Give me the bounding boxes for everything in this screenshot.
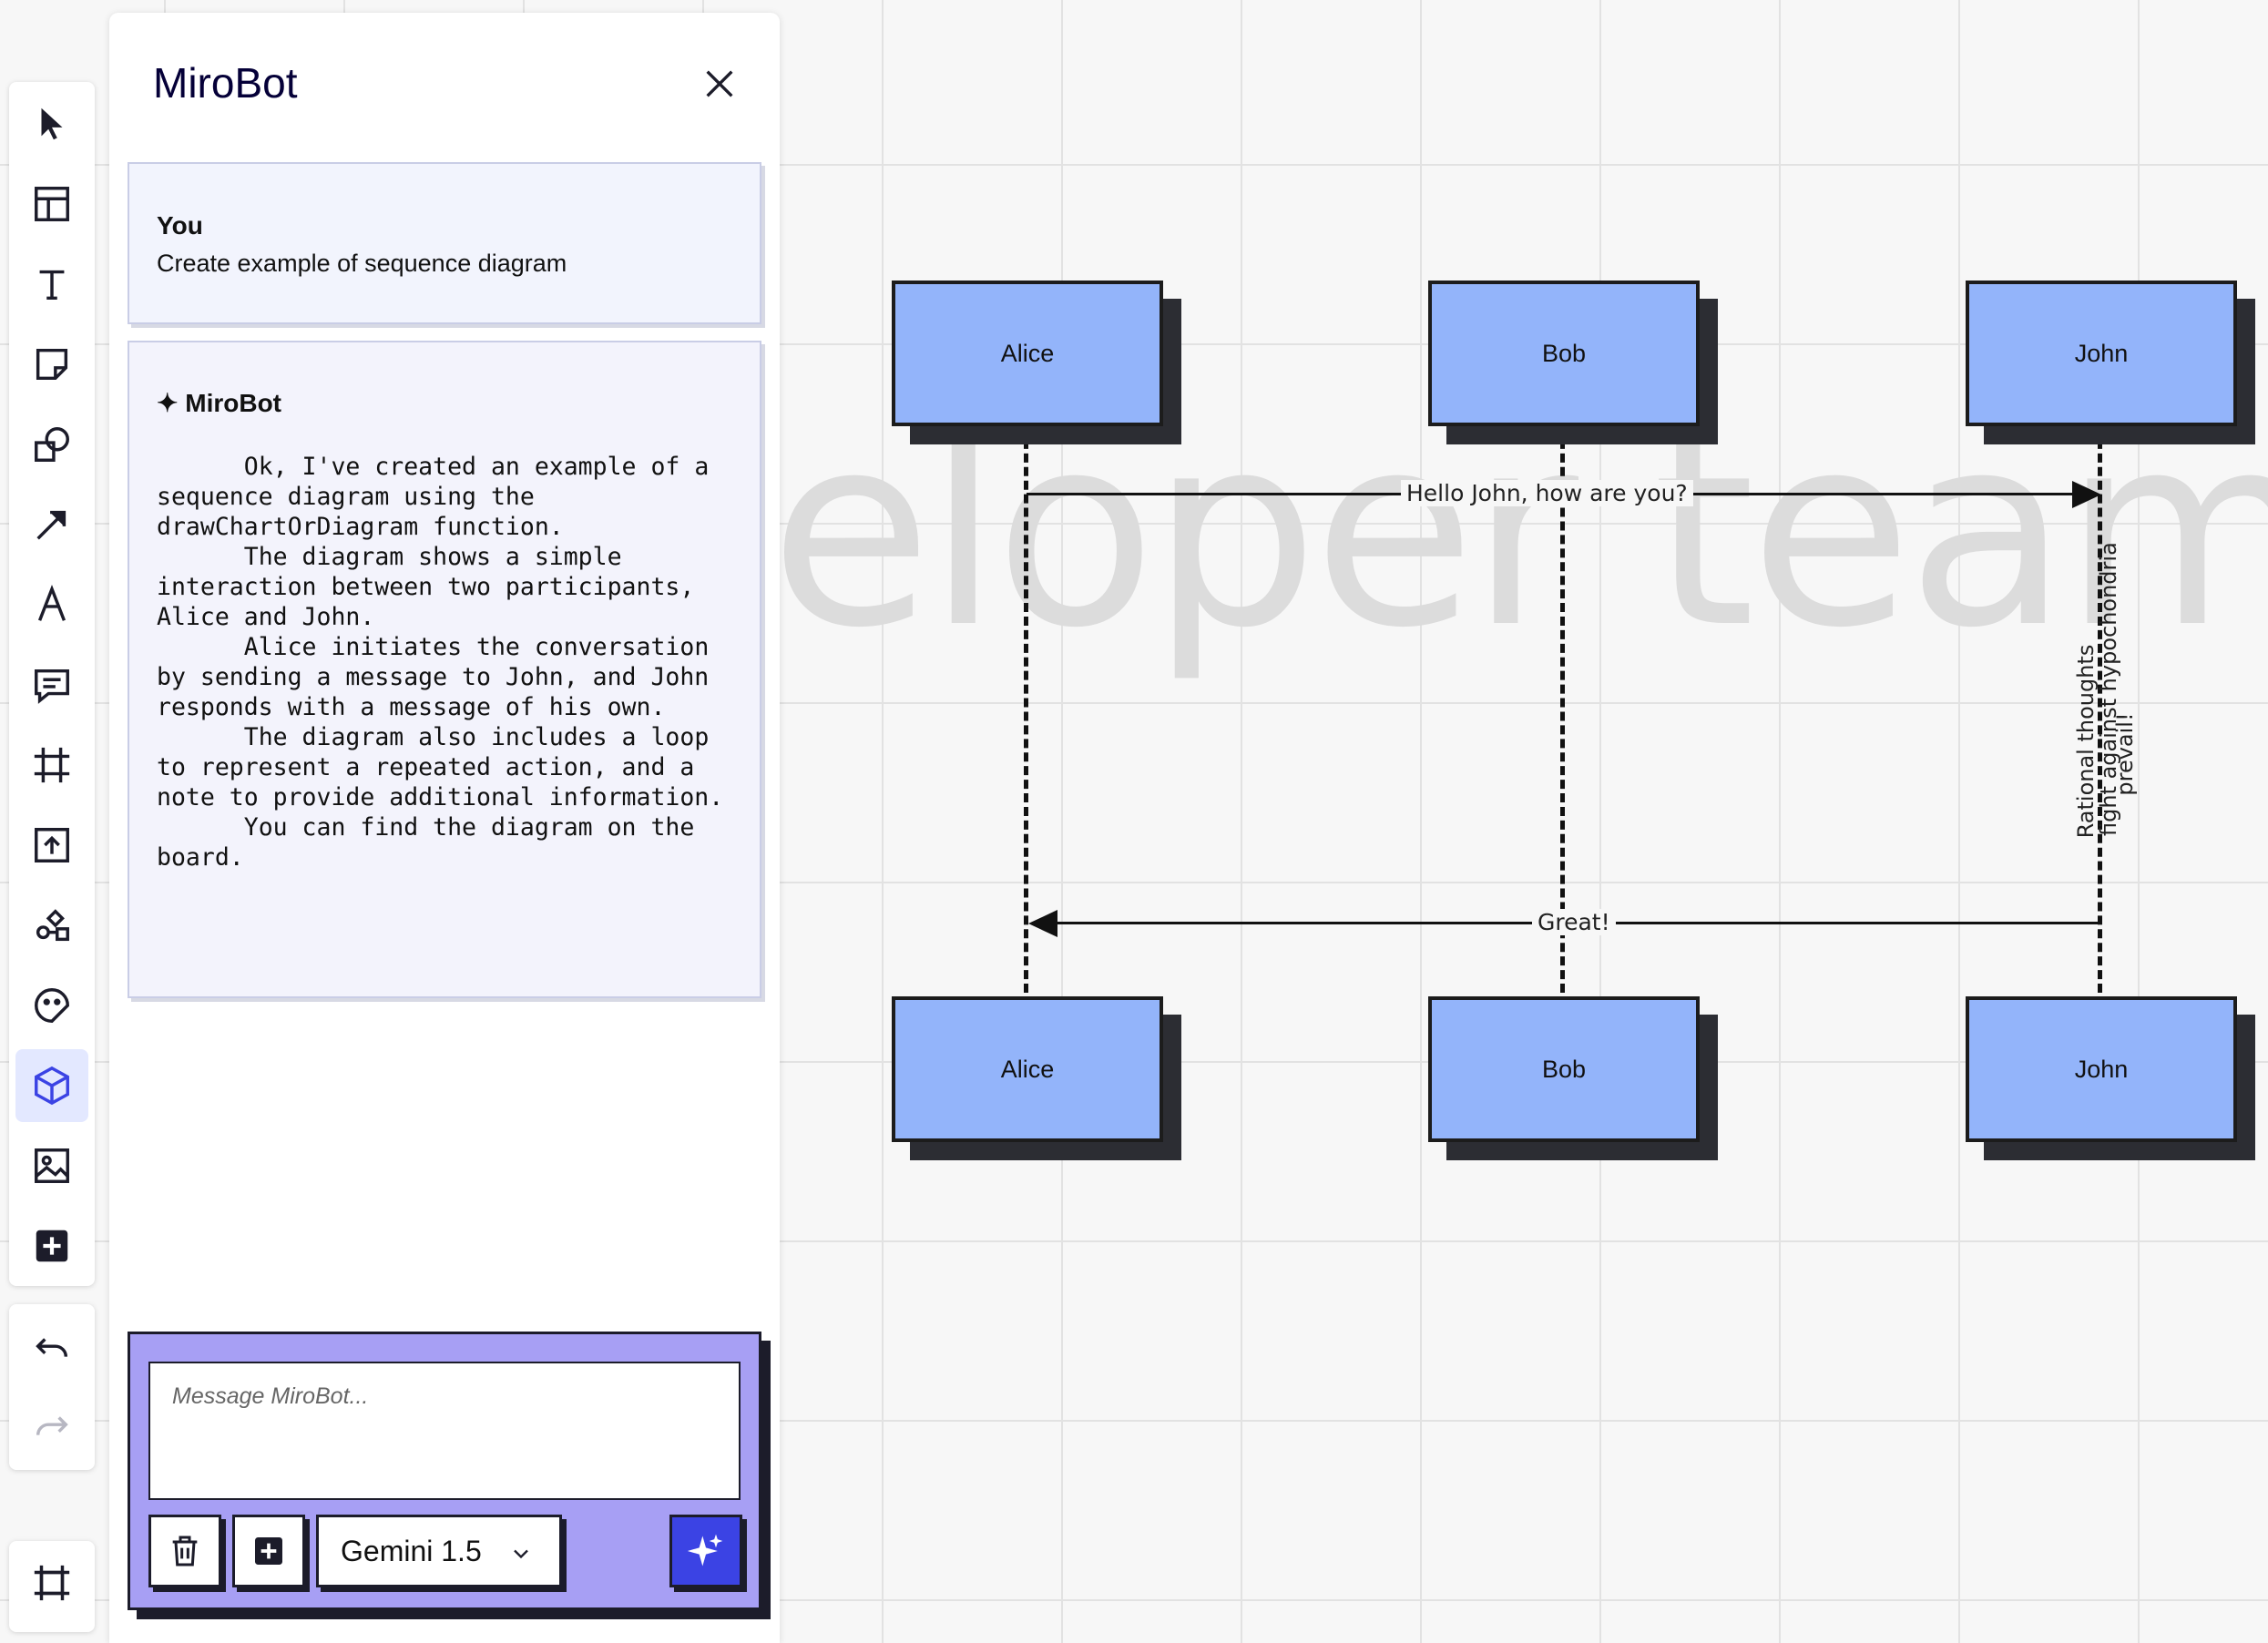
upload-icon bbox=[35, 828, 69, 862]
sticker-icon bbox=[35, 988, 69, 1023]
frames-panel-toolbar bbox=[9, 1541, 95, 1632]
note-text-line[interactable]: prevail! bbox=[2112, 712, 2138, 796]
actor-label: Alice bbox=[1000, 339, 1055, 367]
undo-icon bbox=[36, 1338, 68, 1357]
templates-tool-button[interactable] bbox=[15, 168, 88, 240]
redo-button[interactable] bbox=[15, 1392, 88, 1464]
message-author: You bbox=[157, 211, 203, 240]
arrowhead-right bbox=[2072, 481, 2101, 508]
frame-icon bbox=[34, 747, 70, 783]
pen-tool-button[interactable] bbox=[15, 568, 88, 641]
comment-tool-button[interactable] bbox=[15, 648, 88, 721]
message-label[interactable]: Hello John, how are you? bbox=[1401, 480, 1693, 506]
shapes-tool-button[interactable] bbox=[15, 408, 88, 481]
arrow-line-icon bbox=[36, 510, 66, 540]
actor-box-bob-top[interactable]: Bob bbox=[1428, 281, 1700, 426]
actor-box-john-top[interactable]: John bbox=[1966, 281, 2237, 426]
sticky-note-icon bbox=[36, 348, 68, 381]
lifeline-alice bbox=[1024, 426, 1028, 993]
actor-label: Alice bbox=[1000, 1055, 1055, 1083]
connection-line-tool-button[interactable] bbox=[15, 488, 88, 561]
mirobot-panel: MiroBot You Create example of sequence d… bbox=[109, 13, 780, 1643]
watermark-text: eloper team bbox=[770, 379, 2268, 686]
undo-button[interactable] bbox=[15, 1313, 88, 1386]
send-button[interactable] bbox=[669, 1515, 742, 1587]
image-icon bbox=[35, 1148, 69, 1183]
cube-icon bbox=[35, 1066, 69, 1106]
attach-button[interactable] bbox=[232, 1515, 305, 1587]
message-text: Ok, I've created an example of a sequenc… bbox=[157, 453, 724, 872]
frames-list-button[interactable] bbox=[15, 1546, 88, 1619]
arrowhead-left bbox=[1028, 910, 1057, 937]
message-text: Create example of sequence diagram bbox=[157, 250, 567, 277]
model-select[interactable]: Gemini 1.5 bbox=[316, 1515, 562, 1587]
actor-label: Bob bbox=[1541, 1055, 1587, 1083]
trash-icon bbox=[172, 1536, 198, 1566]
model-select-value: Gemini 1.5 bbox=[341, 1534, 482, 1567]
note-text-line[interactable]: Rational thoughts bbox=[2073, 644, 2099, 839]
select-tool-button[interactable] bbox=[15, 87, 88, 160]
actor-box-bob-bottom[interactable]: Bob bbox=[1428, 996, 1700, 1142]
shapes-icon bbox=[35, 427, 69, 462]
mirobot-app-tool-button[interactable] bbox=[15, 1049, 88, 1122]
history-toolbar bbox=[9, 1304, 95, 1470]
chevron-down-icon bbox=[514, 1549, 528, 1559]
lifeline-john bbox=[2098, 426, 2102, 993]
upload-tool-button[interactable] bbox=[15, 809, 88, 882]
frame-tool-button[interactable] bbox=[15, 729, 88, 801]
sticker-tool-button[interactable] bbox=[15, 969, 88, 1042]
message-input[interactable] bbox=[148, 1362, 741, 1500]
left-toolbar bbox=[9, 82, 95, 1286]
more-apps-tool-button[interactable] bbox=[15, 1209, 88, 1282]
plus-square-icon bbox=[36, 1230, 68, 1262]
actor-label: John bbox=[2074, 339, 2129, 367]
text-icon bbox=[39, 270, 65, 301]
sparkle-icon bbox=[687, 1534, 723, 1566]
cursor-icon bbox=[41, 107, 63, 140]
diagram-tool-button[interactable] bbox=[15, 889, 88, 962]
actor-label: John bbox=[2074, 1055, 2129, 1083]
message-label[interactable]: Great! bbox=[1532, 909, 1616, 935]
panel-title: MiroBot bbox=[153, 59, 298, 107]
lifeline-bob bbox=[1560, 426, 1565, 993]
actor-box-john-bottom[interactable]: John bbox=[1966, 996, 2237, 1142]
actor-box-alice-bottom[interactable]: Alice bbox=[892, 996, 1163, 1142]
sticky-note-tool-button[interactable] bbox=[15, 328, 88, 401]
diagram-shapes-icon bbox=[36, 909, 69, 942]
frame-list-icon bbox=[34, 1565, 70, 1601]
clear-chat-button[interactable] bbox=[148, 1515, 221, 1587]
image-tool-button[interactable] bbox=[15, 1129, 88, 1202]
actor-box-alice-top[interactable]: Alice bbox=[892, 281, 1163, 426]
chat-message-bot: ✦ MiroBot Ok, I've created an example of… bbox=[128, 341, 761, 998]
comment-icon bbox=[35, 668, 69, 704]
chat-message-user: You Create example of sequence diagram bbox=[128, 162, 761, 324]
close-icon bbox=[706, 70, 733, 97]
actor-label: Bob bbox=[1541, 339, 1587, 367]
plus-square-icon bbox=[255, 1537, 282, 1565]
pen-icon bbox=[37, 584, 66, 621]
message-author: ✦ MiroBot bbox=[157, 389, 281, 417]
redo-icon bbox=[36, 1416, 68, 1435]
message-composer: Gemini 1.5 bbox=[128, 1332, 761, 1610]
text-tool-button[interactable] bbox=[15, 248, 88, 321]
layout-template-icon bbox=[35, 187, 69, 221]
close-panel-button[interactable] bbox=[692, 56, 747, 111]
